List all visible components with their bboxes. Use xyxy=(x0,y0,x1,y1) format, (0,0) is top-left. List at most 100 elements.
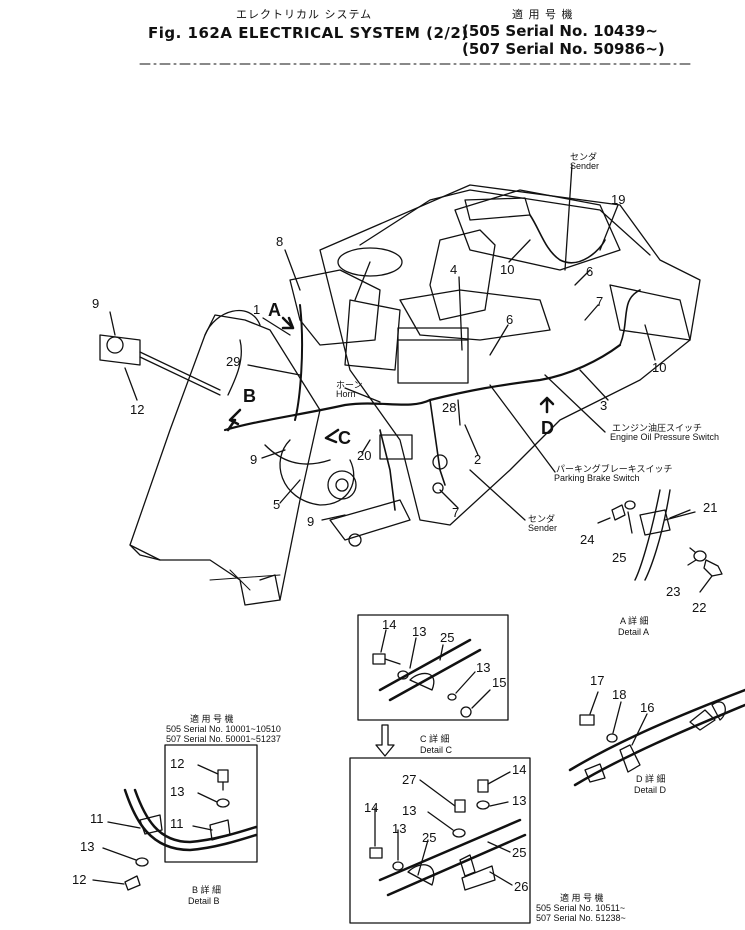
view-letter-d: D xyxy=(541,418,554,438)
figure-title: Fig. 162A ELECTRICAL SYSTEM (2/2) xyxy=(148,24,469,42)
seat-cushion xyxy=(399,289,551,341)
detail-b-callout-13-outer: 13 xyxy=(80,839,95,854)
detail-d-callout-16: 16 xyxy=(640,700,655,715)
relay-box xyxy=(379,434,413,460)
detail-lower-callout-25-right: 25 xyxy=(512,845,527,860)
detail-c-box xyxy=(357,614,509,721)
detail-c-callout-14: 14 xyxy=(382,617,397,632)
detail-lower-drawing xyxy=(369,771,527,897)
front-panel xyxy=(344,299,401,371)
callout-5: 5 xyxy=(273,497,281,512)
detail-b-serial-507: 507 Serial No. 50001~51237 xyxy=(166,734,281,744)
harness-loop xyxy=(279,439,355,506)
rear-right-box xyxy=(609,284,691,341)
detail-a-drawing xyxy=(597,489,723,593)
detail-c-caption: Detail C xyxy=(420,745,453,755)
callout-6: 6 xyxy=(586,264,594,279)
detail-lower-callout-14-left: 14 xyxy=(364,800,379,815)
detail-b-callout-12-outer: 12 xyxy=(72,872,87,887)
callout-9: 9 xyxy=(92,296,100,311)
detail-b-box xyxy=(164,744,258,863)
callout-10: 10 xyxy=(500,262,515,277)
detail-lower-callout-25-left: 25 xyxy=(422,830,437,845)
callout-8: 8 xyxy=(276,234,284,249)
callout-4: 4 xyxy=(450,262,458,277)
sender-bottom-label: Sender xyxy=(528,523,558,533)
detail-c-callout-13: 13 xyxy=(476,660,491,675)
arrow-d xyxy=(539,396,555,414)
parking-brake-switch-label: Parking Brake Switch xyxy=(554,473,640,483)
detail-lower-callout-13-left: 13 xyxy=(392,821,407,836)
detail-a-callout-21: 21 xyxy=(703,500,718,515)
lamp-left xyxy=(106,336,124,354)
callout-10: 10 xyxy=(652,360,667,375)
detail-lower-callout-14: 14 xyxy=(512,762,527,777)
detail-b-callout-11-outer: 11 xyxy=(90,811,104,826)
detail-c-callout-15: 15 xyxy=(492,675,507,690)
detail-lower-callout-13-mid: 13 xyxy=(402,803,417,818)
washer-25 xyxy=(624,500,636,510)
detail-c-jp-caption: C 詳 細 xyxy=(420,734,450,744)
callout-9: 9 xyxy=(307,514,315,529)
bolt-22 xyxy=(703,559,723,577)
callout-9: 9 xyxy=(250,452,258,467)
callout-1: 1 xyxy=(253,302,261,317)
battery-box xyxy=(397,327,469,384)
arrow-a xyxy=(281,316,295,330)
detail-lower-serial-507: 507 Serial No. 51238~ xyxy=(536,913,626,923)
detail-c-arrow xyxy=(375,724,395,757)
detail-c-callout-13: 13 xyxy=(412,624,427,639)
detail-b-callout-13: 13 xyxy=(170,784,185,799)
callout-19: 19 xyxy=(611,192,626,207)
detail-c-drawing xyxy=(372,629,491,718)
callout-29: 29 xyxy=(226,354,241,369)
horn-label: Horn xyxy=(336,389,356,399)
detail-d-callout-18: 18 xyxy=(612,687,627,702)
detail-lower-serial-505: 505 Serial No. 10511~ xyxy=(536,903,626,913)
detail-b-drawing xyxy=(92,764,258,891)
detail-c-callout-25: 25 xyxy=(440,630,455,645)
engine-oil-pressure-switch-jp-label: エンジン油圧スイッチ xyxy=(612,423,703,433)
rear-light xyxy=(464,197,531,221)
detail-lower-callout-13: 13 xyxy=(512,793,527,808)
sender-bottom-jp-label: センダ xyxy=(528,514,556,524)
detail-b-jp-caption: B 詳 細 xyxy=(192,885,222,895)
arrow-b xyxy=(226,408,242,432)
sender-top-label: Sender xyxy=(570,161,600,171)
callout-7: 7 xyxy=(596,294,604,309)
body-top-edge xyxy=(359,189,651,256)
detail-d-jp-caption: D 詳 細 xyxy=(636,774,666,784)
detail-d-drawing xyxy=(568,688,745,787)
detail-a-callout-22: 22 xyxy=(692,600,707,615)
view-letter-c: C xyxy=(338,428,351,448)
steering-wheel xyxy=(337,247,403,277)
cab-rear-panel xyxy=(454,189,621,271)
detail-a-callout-24: 24 xyxy=(580,532,595,547)
washer-23 xyxy=(693,550,707,562)
detail-b-callout-12: 12 xyxy=(170,756,185,771)
sender-bottom-part xyxy=(432,454,448,470)
detail-d-callout-17: 17 xyxy=(590,673,605,688)
callout-3: 3 xyxy=(600,398,608,413)
nut-24 xyxy=(611,504,626,521)
engine-oil-pressure-switch-label: Engine Oil Pressure Switch xyxy=(610,432,720,442)
callout-2: 2 xyxy=(474,452,482,467)
horn xyxy=(327,470,357,500)
view-letter-a: A xyxy=(268,300,281,320)
detail-lower-applicable-jp: 適 用 号 機 xyxy=(560,893,604,903)
detail-b-caption: Detail B xyxy=(188,896,220,906)
serial-range-505: (505 Serial No. 10439~ xyxy=(462,22,658,40)
detail-lower-callout-26: 26 xyxy=(514,879,529,894)
main-harness xyxy=(223,398,432,432)
callout-12: 12 xyxy=(130,402,145,417)
detail-d-caption: Detail D xyxy=(634,785,667,795)
title-japanese: エレクトリカル システム xyxy=(236,8,373,21)
horn-jp-label: ホーン xyxy=(336,380,363,390)
dashboard-panel xyxy=(289,269,381,346)
machine-body-outline xyxy=(319,184,701,526)
applicable-serial-japanese: 適 用 号 機 xyxy=(512,8,574,21)
callout-7: 7 xyxy=(452,505,460,520)
arrow-c xyxy=(324,428,340,444)
detail-lower-callout-27: 27 xyxy=(402,772,417,787)
